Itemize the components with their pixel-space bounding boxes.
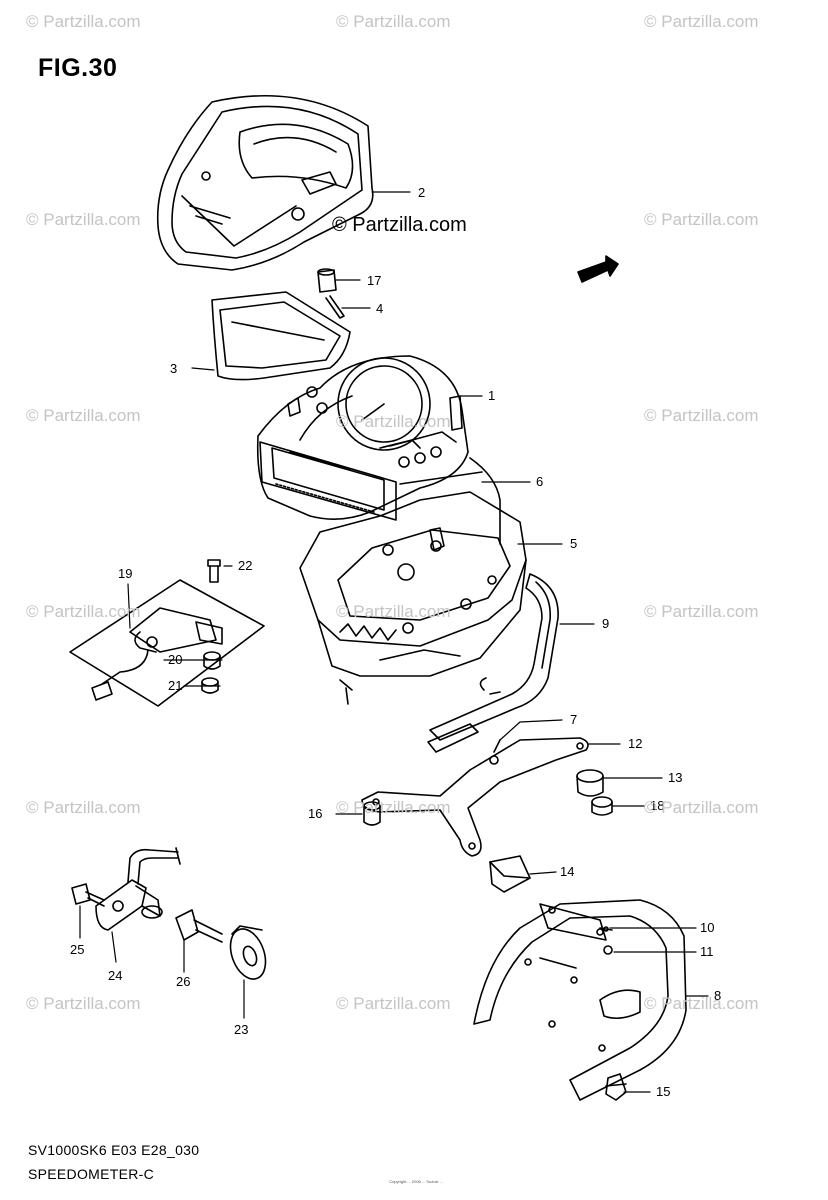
rubber-part-14: [489, 855, 531, 893]
callout-3: 3: [170, 361, 177, 376]
grommet-part-17: [317, 268, 337, 293]
watermark: © Partzilla.com: [336, 412, 451, 431]
callout-7: 7: [570, 712, 577, 727]
watermark: © Partzilla.com: [644, 994, 759, 1013]
front-arrow-icon: [577, 255, 619, 283]
watermark: © Partzilla.com: [26, 406, 141, 425]
nut-part-11: [603, 945, 613, 955]
callout-4: 4: [376, 301, 383, 316]
screw-part-7: [489, 739, 501, 765]
diagram-code: SV1000SK6 E03 E28_030: [28, 1142, 200, 1158]
meter-case-part-5: [299, 491, 527, 705]
callout-25: 25: [70, 942, 84, 957]
meter-assembly-part-1: [256, 355, 469, 521]
callout-19: 19: [118, 566, 132, 581]
trim-part-9: [429, 573, 559, 741]
watermark: © Partzilla.com: [26, 798, 141, 817]
bolt-part-22: [207, 559, 221, 583]
callout-24: 24: [108, 968, 122, 983]
callout-20: 20: [168, 652, 182, 667]
bolt-part-26: [175, 909, 223, 943]
screw-part-10: [599, 926, 613, 932]
washer-part-23: [229, 925, 267, 980]
watermark: © Partzilla.com: [336, 798, 451, 817]
figure-title: FIG.30: [38, 54, 118, 82]
bolt-part-25: [71, 883, 105, 907]
watermark: © Partzilla.com: [336, 994, 451, 1013]
watermark: © Partzilla.com: [26, 12, 141, 31]
collar-part-18: [591, 796, 613, 816]
callout-8: 8: [714, 988, 721, 1003]
callout-17: 17: [367, 273, 381, 288]
callout-11: 11: [700, 944, 714, 959]
callout-6: 6: [536, 474, 543, 489]
callout-18: 18: [650, 798, 664, 813]
grommet-part-13: [576, 769, 604, 797]
callout-14: 14: [560, 864, 574, 879]
diagram-caption: SPEEDOMETER-C: [28, 1166, 155, 1182]
watermark: © Partzilla.com: [644, 602, 759, 621]
callout-9: 9: [602, 616, 609, 631]
watermark: © Partzilla.com: [644, 798, 759, 817]
callout-13: 13: [668, 770, 682, 785]
screw-part-4: [325, 295, 345, 319]
grommet-part-16: [363, 801, 381, 826]
callout-26: 26: [176, 974, 190, 989]
callout-5: 5: [570, 536, 577, 551]
watermark: © Partzilla.com: [644, 406, 759, 425]
sensor-part-24: [95, 847, 181, 931]
watermark: © Partzilla.com: [26, 994, 141, 1013]
callout-21: 21: [168, 678, 182, 693]
meter-case-part-6: [399, 457, 501, 545]
meter-cover-part-2: [156, 94, 374, 271]
leader-lines: [79, 191, 709, 1093]
bracket-part-12: [361, 723, 589, 857]
watermark: © Partzilla.com: [644, 210, 759, 229]
copyright-note: Copyright ... 2006 ... Suzuki ...: [389, 1179, 443, 1184]
lens-part-3: [211, 291, 351, 381]
brand-label: © Partzilla.com: [332, 214, 467, 236]
callout-23: 23: [234, 1022, 248, 1037]
callout-1: 1: [488, 388, 495, 403]
callout-labels: 2 17 4 3 1 6 5 9 7 12 13 18 16 14 10 11 …: [70, 185, 721, 1099]
watermark: © Partzilla.com: [644, 12, 759, 31]
callout-15: 15: [656, 1084, 670, 1099]
lower-bracket-part-8: [473, 899, 687, 1101]
watermark: © Partzilla.com: [336, 602, 451, 621]
callout-22: 22: [238, 558, 252, 573]
callout-2: 2: [418, 185, 425, 200]
callout-12: 12: [628, 736, 642, 751]
watermark: © Partzilla.com: [26, 210, 141, 229]
callout-16: 16: [308, 806, 322, 821]
watermark: © Partzilla.com: [26, 602, 141, 621]
callout-10: 10: [700, 920, 714, 935]
clip-part-15: [605, 1073, 627, 1101]
watermark: © Partzilla.com: [336, 12, 451, 31]
sensor-assembly-part-19: [69, 579, 265, 707]
